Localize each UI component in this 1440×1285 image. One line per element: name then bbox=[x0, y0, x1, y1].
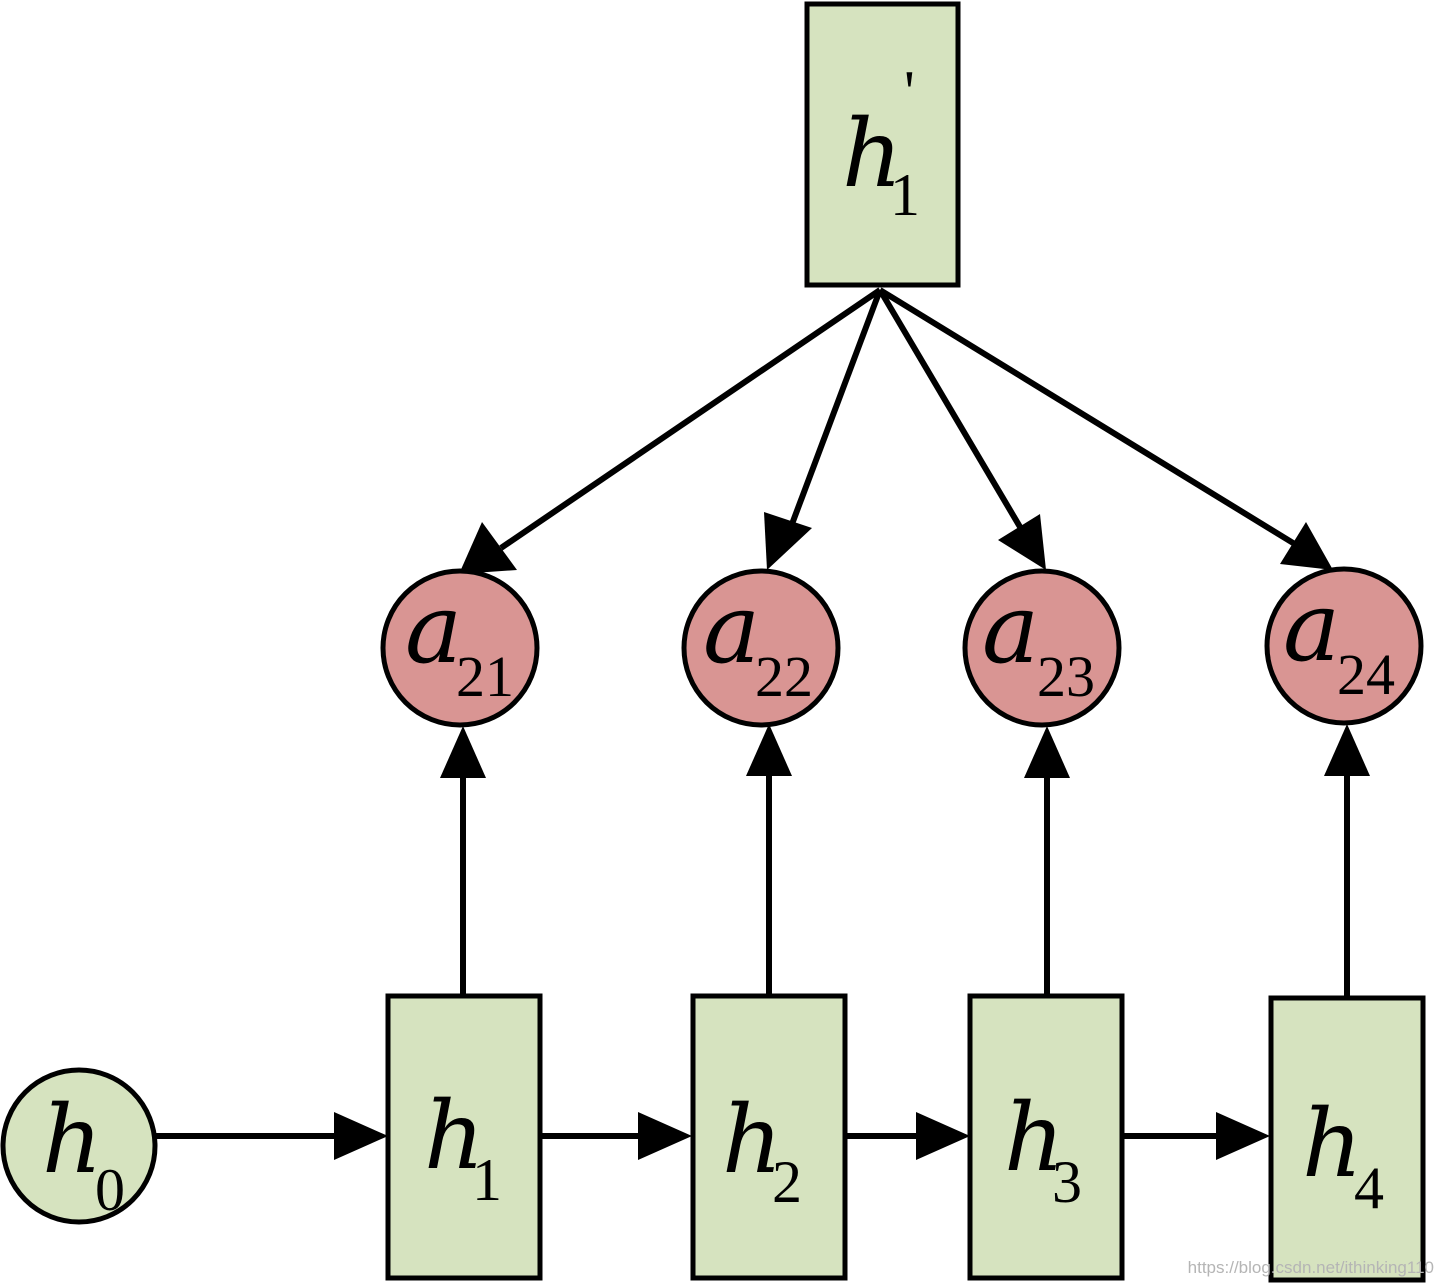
top-arrowheads bbox=[459, 512, 1333, 574]
top-node-var: h bbox=[842, 100, 903, 209]
attention-circle bbox=[962, 568, 1122, 728]
arrowhead-right-4 bbox=[1216, 1112, 1270, 1160]
up-arrowheads bbox=[440, 724, 1370, 778]
hidden-var: h bbox=[1302, 1090, 1363, 1199]
attention-circle bbox=[681, 568, 841, 728]
attention-node-a22: a 22 bbox=[681, 568, 841, 728]
hidden-var: h bbox=[424, 1082, 485, 1191]
right-arrowheads bbox=[334, 1112, 1270, 1160]
hidden-sub: 1 bbox=[472, 1147, 502, 1213]
top-node: h 1 ' bbox=[804, 1, 961, 288]
arrowhead-up-1 bbox=[440, 726, 486, 778]
hidden-box bbox=[385, 993, 543, 1281]
arrow-top-to-a23 bbox=[877, 288, 1026, 534]
hidden-box bbox=[967, 993, 1125, 1281]
top-to-attention-arrows bbox=[499, 287, 1300, 551]
arrowhead-a21 bbox=[459, 522, 517, 574]
hidden-row: h 1 h 2 h 3 h 4 bbox=[385, 993, 1426, 1283]
hidden-var: h bbox=[1004, 1084, 1065, 1193]
hidden-var: h bbox=[722, 1086, 783, 1195]
hidden-node-h2: h 2 bbox=[690, 993, 848, 1281]
arrowhead-a23 bbox=[998, 514, 1046, 570]
hidden-sub: 4 bbox=[1354, 1155, 1384, 1221]
top-node-sub: 1 bbox=[890, 162, 920, 228]
top-node-box bbox=[804, 1, 961, 288]
arrowhead-up-4 bbox=[1324, 724, 1370, 776]
arrowhead-up-2 bbox=[746, 724, 792, 776]
attention-var: a bbox=[703, 573, 760, 685]
hidden-node-h3: h 3 bbox=[967, 993, 1125, 1281]
initial-state-sub: 0 bbox=[95, 1157, 125, 1223]
attention-var: a bbox=[982, 573, 1039, 685]
attention-circle bbox=[380, 568, 540, 728]
attention-sub: 24 bbox=[1337, 642, 1395, 707]
initial-state-node: h 0 bbox=[0, 1067, 158, 1225]
arrow-top-to-a21 bbox=[499, 287, 882, 551]
attention-node-a21: a 21 bbox=[380, 568, 540, 728]
attention-sub: 21 bbox=[456, 644, 514, 709]
arrowhead-a24 bbox=[1280, 522, 1333, 570]
initial-state-circle bbox=[0, 1067, 158, 1225]
top-node-sup: ' bbox=[904, 59, 915, 125]
attention-circle bbox=[1264, 566, 1424, 726]
arrowhead-a22 bbox=[764, 512, 812, 570]
attention-sub: 23 bbox=[1037, 644, 1095, 709]
hidden-sub: 3 bbox=[1052, 1149, 1082, 1215]
arrowhead-right-3 bbox=[916, 1112, 970, 1160]
attention-sub: 22 bbox=[755, 644, 813, 709]
hidden-box bbox=[690, 993, 848, 1281]
hidden-box bbox=[1268, 995, 1426, 1283]
initial-state-var: h bbox=[42, 1086, 103, 1195]
attention-node-a24: a 24 bbox=[1264, 566, 1424, 726]
hidden-to-attention-arrows bbox=[460, 770, 1350, 998]
arrowhead-right-2 bbox=[638, 1112, 692, 1160]
hidden-sub: 2 bbox=[772, 1149, 802, 1215]
hidden-node-h1: h 1 bbox=[385, 993, 543, 1281]
hidden-node-h4: h 4 bbox=[1268, 995, 1426, 1283]
arrowhead-right-1 bbox=[334, 1112, 388, 1160]
attention-var: a bbox=[405, 573, 462, 685]
arrow-top-to-a22 bbox=[786, 288, 883, 534]
arrowhead-up-3 bbox=[1024, 726, 1070, 778]
attention-var: a bbox=[1283, 571, 1340, 683]
attention-row: a 21 a 22 a 23 a 24 bbox=[380, 566, 1424, 728]
attention-node-a23: a 23 bbox=[962, 568, 1122, 728]
arrow-top-to-a24 bbox=[878, 287, 1300, 549]
watermark: https://blog.csdn.net/ithinking110 bbox=[1188, 1258, 1434, 1277]
